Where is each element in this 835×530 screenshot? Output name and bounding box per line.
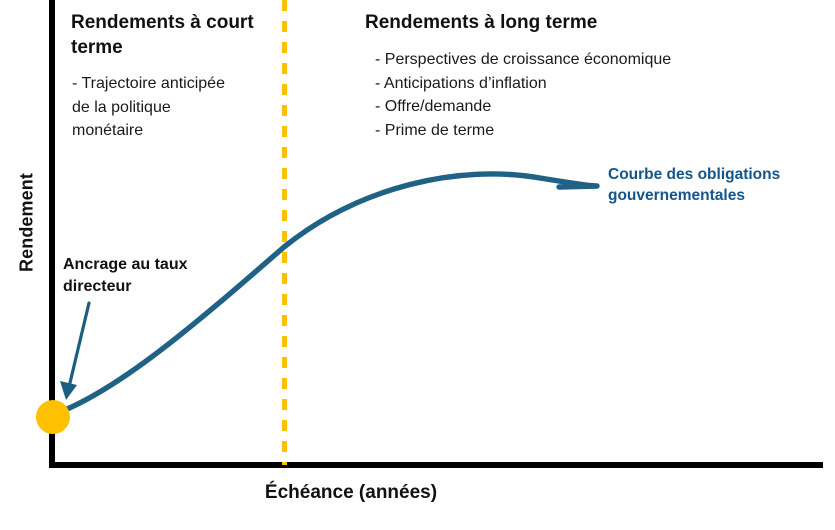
- curve-series-label-line: gouvernementales: [608, 187, 745, 204]
- x-axis-line: [49, 462, 823, 468]
- x-axis-title: Échéance (années): [264, 482, 438, 503]
- list-item: - Prime de terme: [375, 121, 495, 139]
- list-item: monétaire: [72, 122, 144, 139]
- curve-legend-dash: [556, 183, 600, 190]
- list-item: de la politique: [72, 98, 171, 116]
- list-item: - Perspectives de croissance économique: [375, 51, 672, 68]
- y-axis-line: [49, 0, 55, 468]
- curve-series-label-line: Courbe des obligations: [608, 166, 781, 183]
- long-term-bullet-list: - Perspectives de croissance économique …: [375, 48, 715, 142]
- curve-series-label: Courbe des obligations gouvernementales: [608, 164, 830, 206]
- long-term-heading: Rendements à long terme: [365, 12, 598, 33]
- short-term-bullet-list: - Trajectoire anticipée de la politique …: [72, 72, 287, 143]
- anchor-annotation-arrow-shaft: [67, 301, 91, 389]
- y-axis-title: Rendement: [16, 173, 37, 272]
- list-item: - Anticipations d’inflation: [375, 74, 547, 92]
- list-item: - Offre/demande: [375, 98, 492, 115]
- short-term-heading: Rendements à court terme: [71, 12, 254, 58]
- policy-rate-anchor-label-line: Ancrage au taux: [63, 256, 188, 273]
- policy-rate-anchor-label: Ancrage au taux directeur: [63, 254, 243, 298]
- policy-rate-anchor-label-line: directeur: [63, 278, 132, 295]
- anchor-annotation-arrowhead: [60, 381, 77, 400]
- short-long-term-divider-line: [282, 0, 287, 465]
- list-item: - Trajectoire anticipée: [72, 75, 225, 92]
